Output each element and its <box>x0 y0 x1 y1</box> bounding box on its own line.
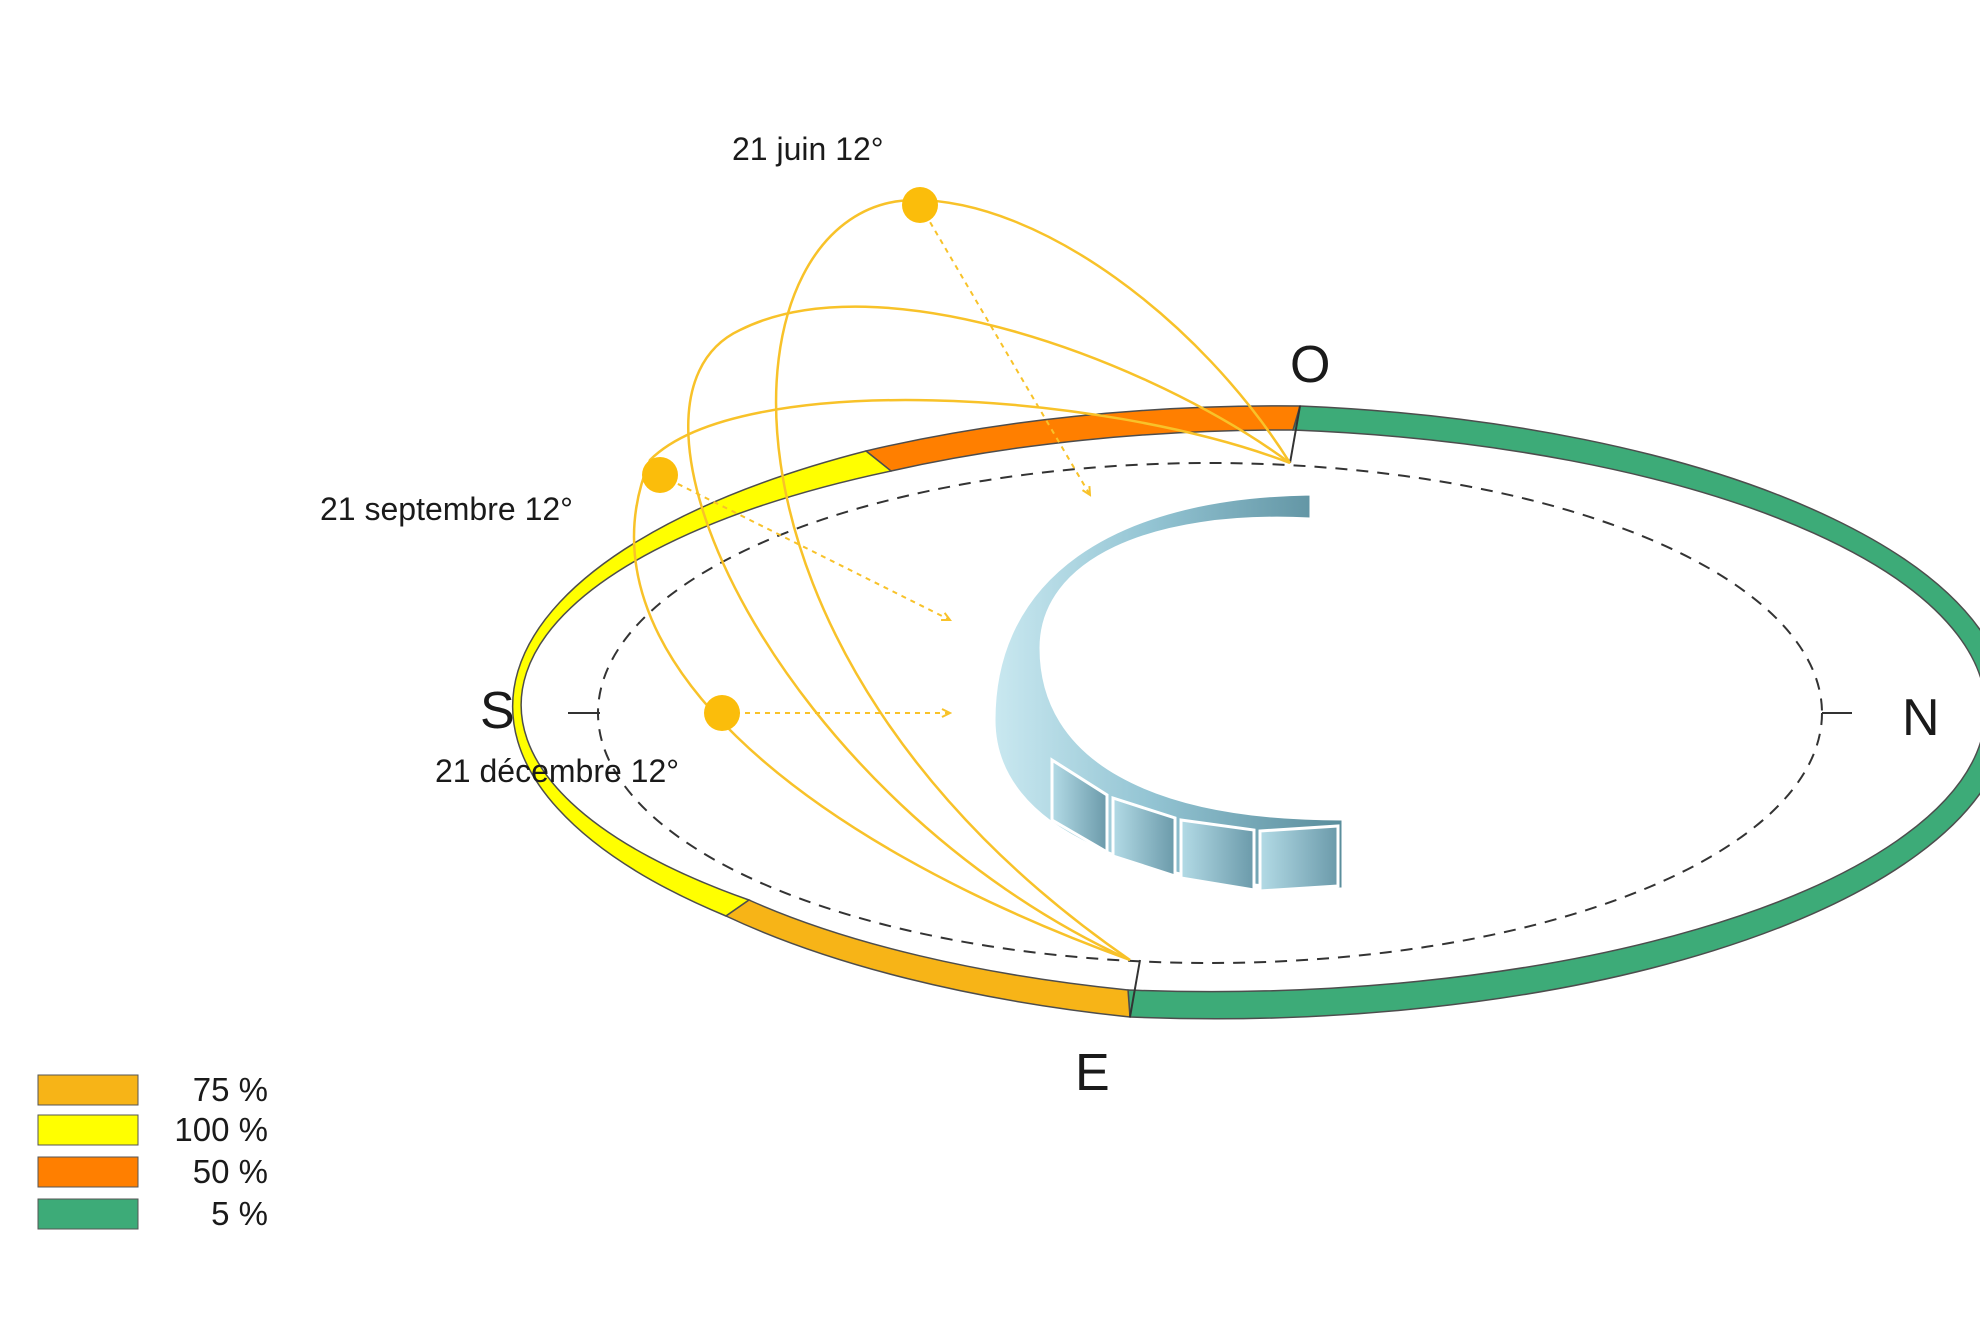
tick-east <box>1129 959 1141 1018</box>
legend-item-75pct: 75 % <box>37 1071 268 1108</box>
sun-icon-june <box>902 187 938 223</box>
compass-west-label: O <box>1290 336 1330 394</box>
building <box>994 494 1343 893</box>
ring-segment-50pct <box>864 405 1301 472</box>
legend-item-100pct: 100 % <box>37 1111 268 1148</box>
ray-arrow-june <box>919 204 1090 495</box>
sun-rays <box>659 204 1090 713</box>
legend-swatch-50pct <box>37 1156 139 1188</box>
legend-label-75pct: 75 % <box>193 1071 268 1108</box>
window-panel <box>1258 824 1340 893</box>
compass-south-label: S <box>480 682 515 740</box>
legend-item-5pct: 5 % <box>37 1195 268 1232</box>
suns <box>642 187 938 731</box>
window-panel <box>1050 757 1109 855</box>
legend-swatch-75pct <box>37 1074 139 1106</box>
ring-segment-75pct <box>724 899 1131 1018</box>
tick-west <box>1289 405 1301 464</box>
legend-label-50pct: 50 % <box>193 1153 268 1190</box>
compass-north-label: N <box>1902 689 1940 747</box>
horizon-dashed-ellipse <box>597 462 1823 964</box>
compass-east-label: E <box>1075 1044 1110 1102</box>
horizon-ring <box>511 405 1980 1020</box>
ring-segment-100pct <box>511 450 893 917</box>
sun-icon-september <box>642 457 678 493</box>
legend: 75 % 100 % 50 % 5 % <box>37 1071 268 1232</box>
legend-label-5pct: 5 % <box>211 1195 268 1232</box>
window-panel <box>1179 818 1256 892</box>
sun-path-june <box>774 198 1292 962</box>
sun-path-september <box>687 305 1291 962</box>
legend-item-50pct: 50 % <box>37 1153 268 1190</box>
window-panel <box>1111 795 1177 879</box>
sun-label-june: 21 juin 12° <box>732 131 884 167</box>
legend-swatch-5pct <box>37 1198 139 1230</box>
building-windows <box>1050 757 1340 893</box>
sun-label-december: 21 décembre 12° <box>435 753 679 789</box>
sun-label-september: 21 septembre 12° <box>320 491 573 527</box>
sun-icon-december <box>704 695 740 731</box>
legend-swatch-100pct <box>37 1114 139 1146</box>
ray-arrow-september <box>659 474 950 620</box>
legend-label-100pct: 100 % <box>174 1111 268 1148</box>
